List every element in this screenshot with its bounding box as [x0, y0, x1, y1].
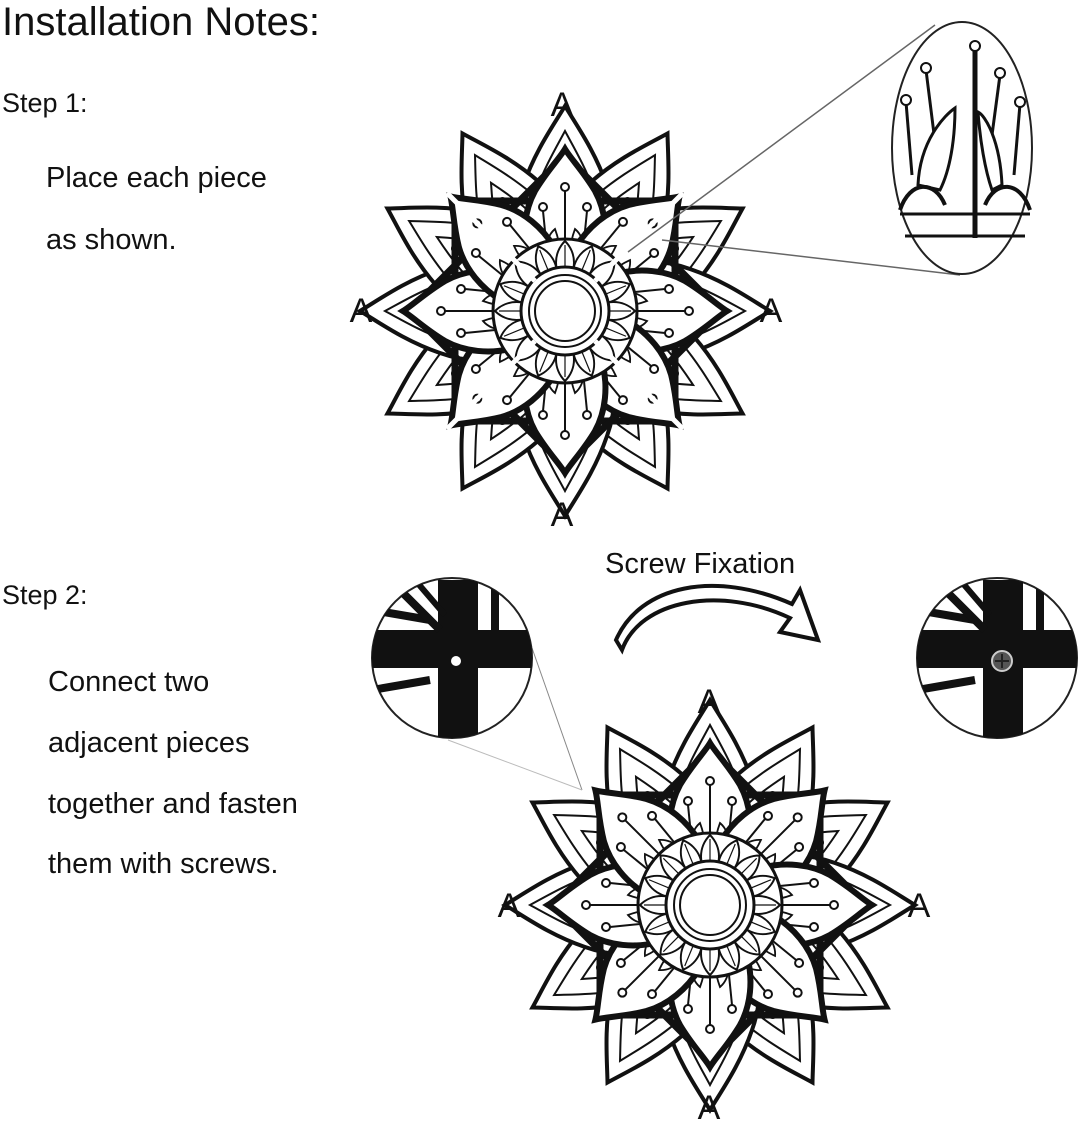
step1-label-left: A [349, 292, 373, 330]
after-screw-zoom [916, 577, 1078, 739]
step2-callout-line-2 [447, 739, 583, 791]
step2-label: Step 2: [2, 580, 88, 610]
step1-zoom-callout [627, 21, 1033, 276]
step1-label-right: A [759, 292, 783, 330]
step2-line-3: together and fasten [48, 788, 298, 820]
step1-label: Step 1: [2, 88, 88, 118]
step1-line-2: as shown. [46, 224, 177, 256]
page-title: Installation Notes: [2, 0, 320, 44]
screw-icon [991, 650, 1013, 672]
step1-line-1: Place each piece [46, 162, 267, 194]
arrow-label: Screw Fixation [605, 548, 796, 580]
step2-callout-line-1 [531, 647, 583, 791]
before-screw-zoom [371, 577, 533, 739]
step2-line-4: them with screws. [48, 848, 279, 880]
step2-line-2: adjacent pieces [48, 727, 250, 759]
step1-label-bottom: A [550, 496, 574, 534]
step1-label-top: A [550, 86, 574, 124]
step2-label-top: A [697, 683, 721, 721]
curved-arrow-icon [613, 584, 822, 655]
step2-label-left: A [497, 887, 521, 925]
step2-line-1: Connect two [48, 666, 210, 698]
step2-label-bottom: A [697, 1089, 721, 1127]
step2-mandala [505, 700, 915, 1110]
step1-mandala [360, 106, 770, 516]
step2-label-right: A [907, 887, 931, 925]
